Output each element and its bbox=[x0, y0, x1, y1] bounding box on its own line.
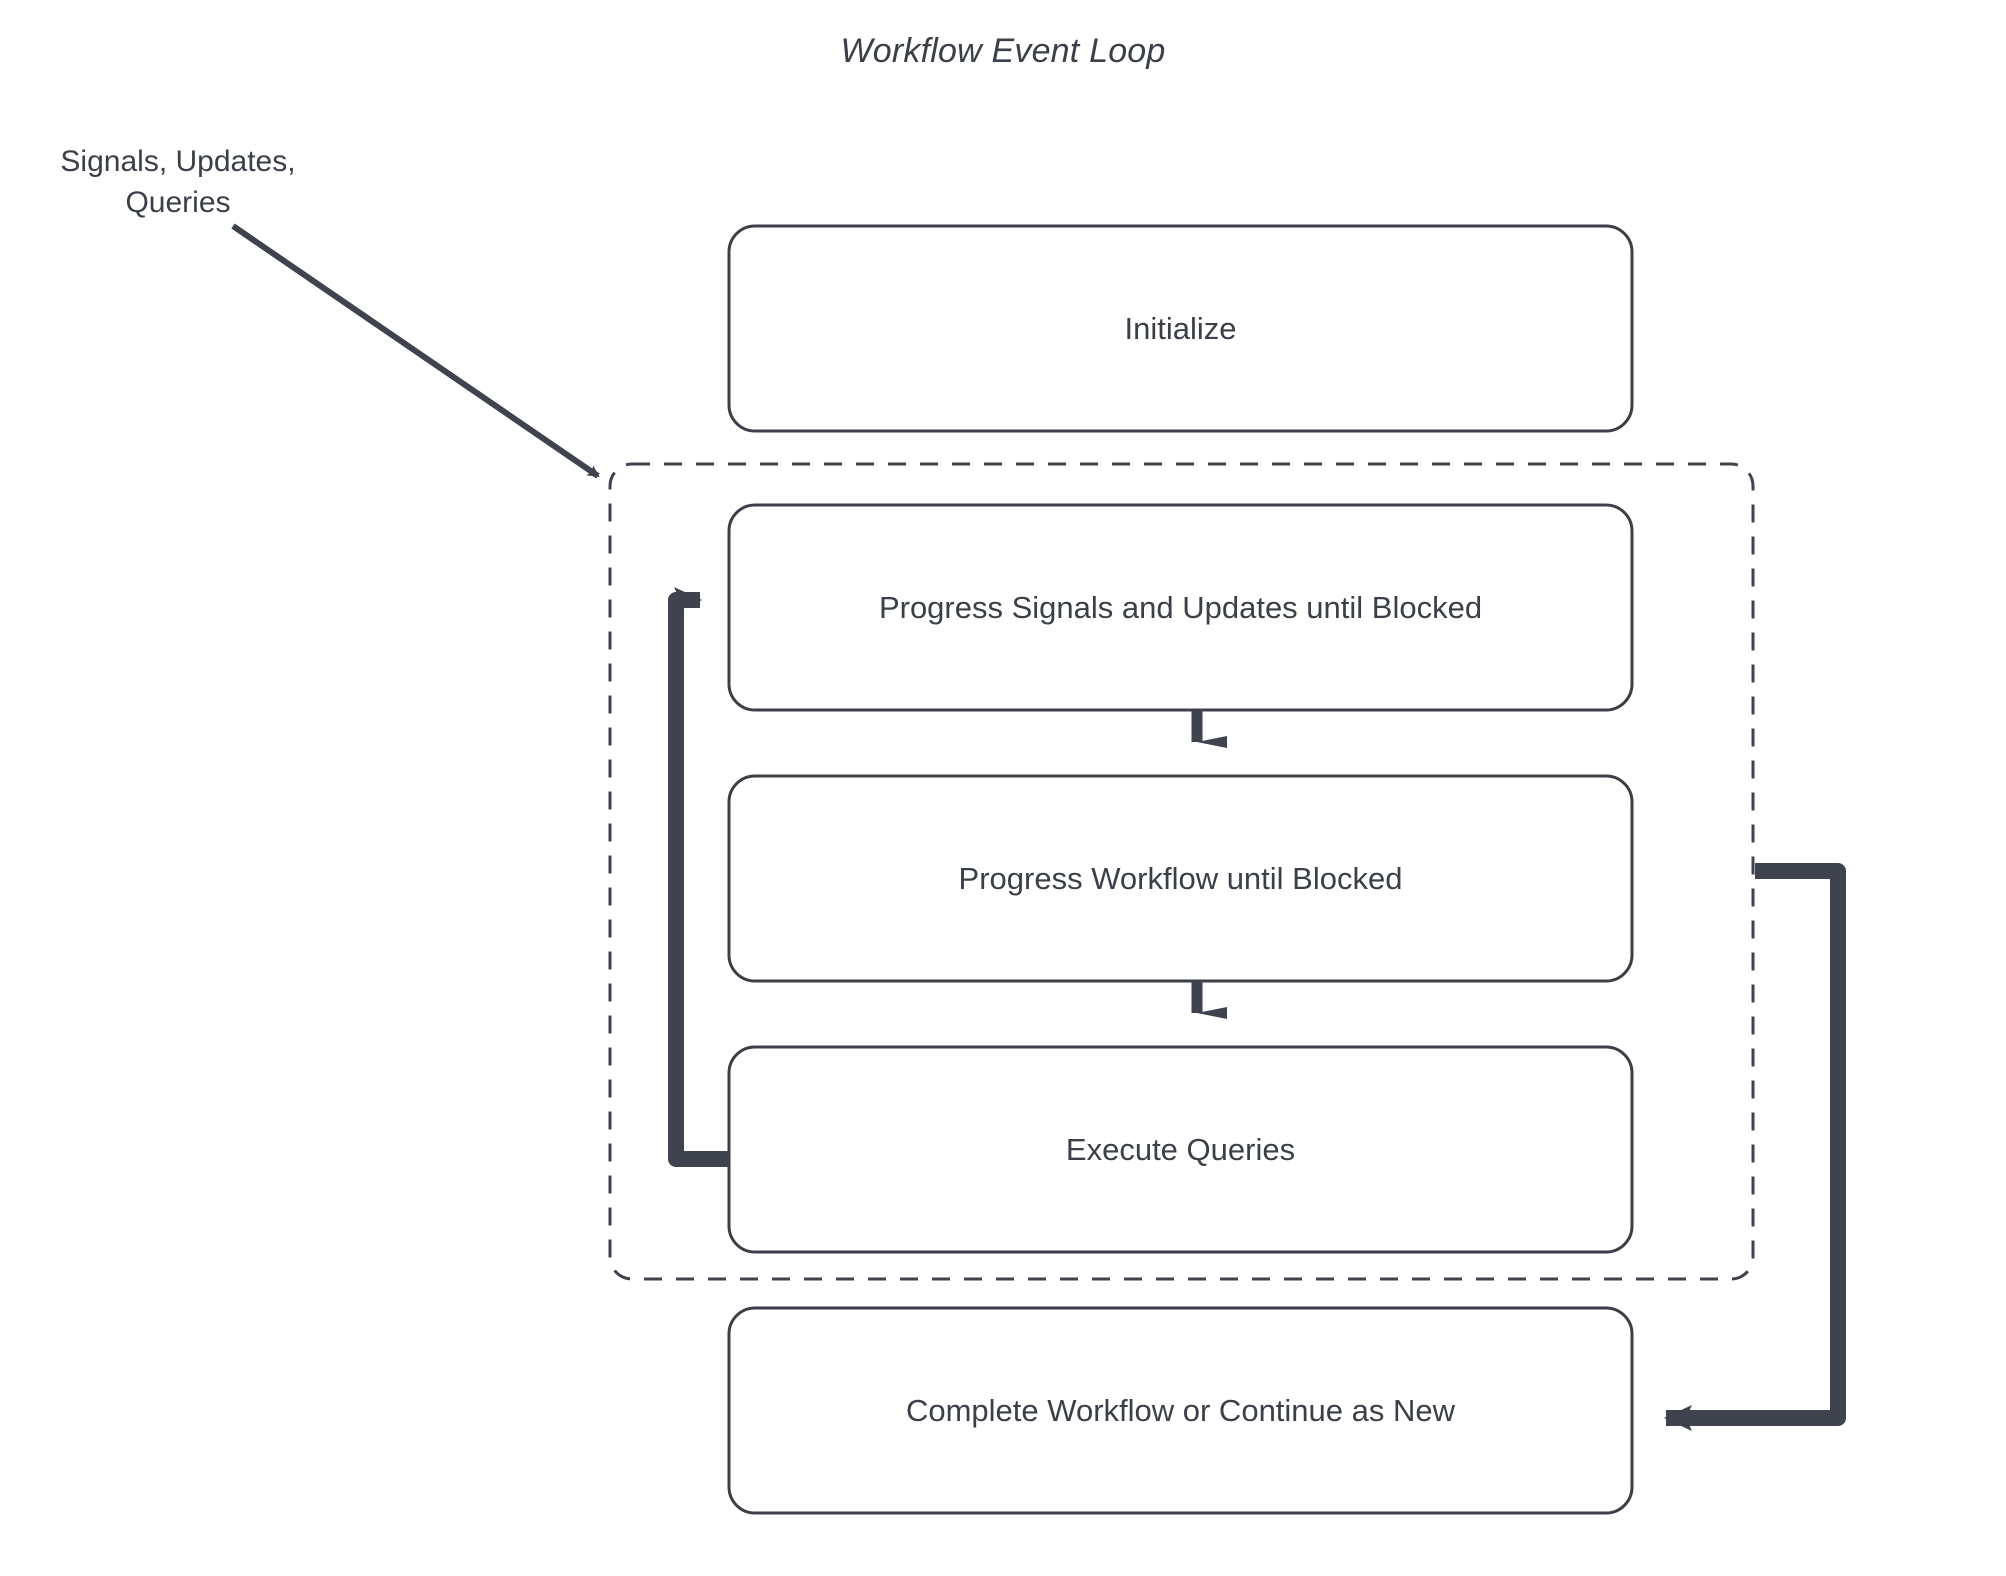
edge-loop-to-complete bbox=[1664, 863, 1846, 1431]
edge-external-to-loop bbox=[231, 223, 600, 479]
node-box-complete-or-continue[interactable] bbox=[727, 1306, 1634, 1515]
external-input-label: Signals, Updates, Queries bbox=[18, 142, 338, 224]
node-box-progress-workflow[interactable] bbox=[727, 774, 1634, 983]
external-input-label-line1: Signals, Updates, bbox=[60, 145, 296, 178]
external-input-label-line2: Queries bbox=[125, 185, 231, 219]
node-box-progress-signals-updates[interactable] bbox=[727, 503, 1634, 712]
page-title: Workflow Event Loop bbox=[840, 32, 1166, 70]
node-box-execute-queries[interactable] bbox=[727, 1045, 1634, 1254]
edge-queries-loopback bbox=[668, 587, 729, 1167]
event-loop-dashed-container bbox=[608, 462, 1755, 1281]
node-box-initialize[interactable] bbox=[727, 224, 1634, 433]
